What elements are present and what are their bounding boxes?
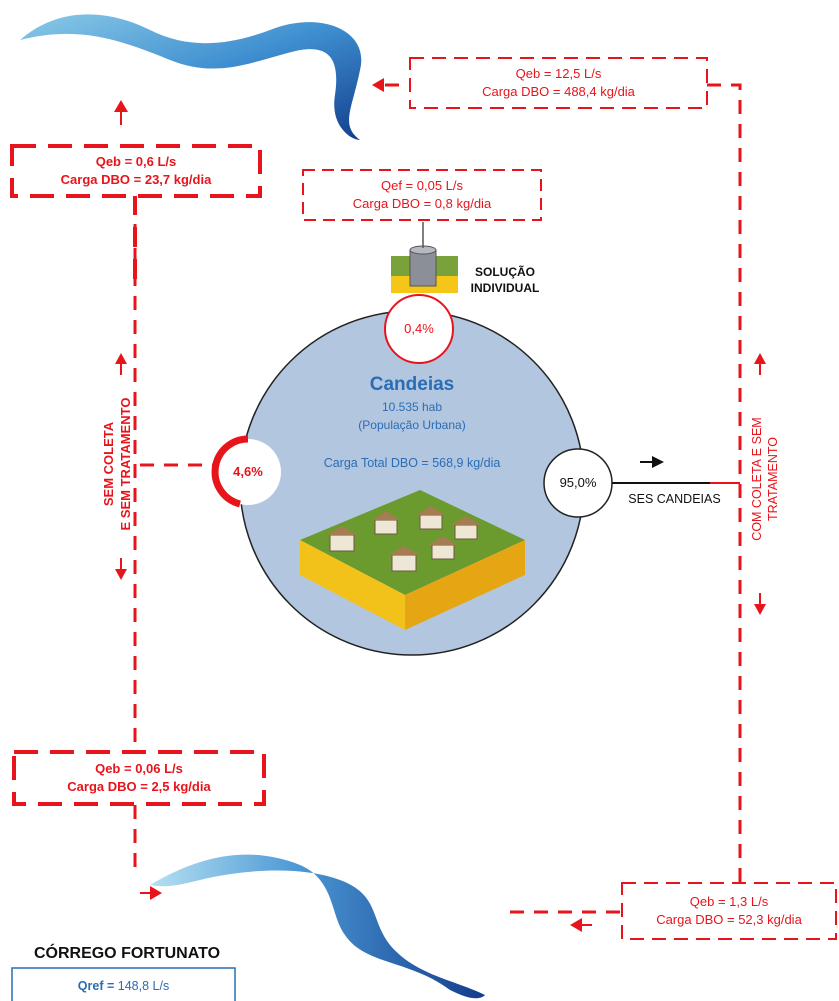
city-population: 10.535 hab: [381, 400, 443, 414]
arrow-bottom-right-left: [570, 918, 582, 932]
box-bottom-left-text: Qeb = 0,06 L/s Carga DBO = 2,5 kg/dia: [67, 761, 211, 794]
stream-name: CÓRREGO FORTUNATO: [33, 945, 221, 962]
city-population-note: (População Urbana): [358, 418, 466, 432]
box-individual-text: Qef = 0,05 L/s Carga DBO = 0,8 kg/dia: [352, 178, 492, 211]
box-bottom-right: [621, 882, 837, 940]
box-individual: [302, 169, 542, 221]
city-total-load: Carga Total DBO = 568,9 kg/dia: [323, 456, 501, 470]
individual-solution-label: SOLUÇÃO INDIVIDUAL: [470, 265, 540, 295]
stream-flow-value: 148,8 L/s: [117, 979, 170, 993]
village-icon: [300, 490, 525, 630]
arrow-top-right-left: [372, 78, 384, 92]
arrow-bottom-left-right: [150, 886, 162, 900]
stream-flow: Qref = 148,8 L/s: [12, 977, 235, 995]
box-bottom-left: [12, 750, 266, 806]
box-top-left: [10, 144, 262, 198]
boxes: [10, 57, 837, 940]
bottom-river: [150, 854, 485, 999]
box-top-left-text: Qeb = 0,6 L/s Carga DBO = 23,7 kg/dia: [60, 154, 212, 187]
city-name: Candeias: [369, 374, 455, 395]
ses-percent: 95,0%: [559, 475, 597, 490]
stream-flow-label: Qref =: [77, 979, 115, 993]
box-bottom-right-text: Qeb = 1,3 L/s Carga DBO = 52,3 kg/dia: [656, 894, 802, 927]
no-collection-percent-circle: [215, 439, 281, 505]
top-river: [20, 14, 362, 140]
ses-collection-label: COM COLETA E SEM TRATAMENTO: [750, 417, 780, 541]
arrows: [114, 78, 766, 932]
tank-icon: [391, 222, 458, 293]
ses-label: SES CANDEIAS: [628, 492, 721, 506]
arrow-top-left-up: [114, 100, 128, 112]
individual-percent-circle: [384, 294, 454, 364]
individual-percent: 0,4%: [404, 321, 434, 336]
arrow-ses-right: [652, 456, 664, 468]
box-top-right-text: Qeb = 12,5 L/s Carga DBO = 488,4 kg/dia: [482, 66, 635, 99]
no-collection-label: SEM COLETA E SEM TRATAMENTO: [101, 397, 133, 531]
stream-flow-box: [11, 967, 236, 1001]
box-top-right: [409, 57, 708, 109]
no-collection-percent: 4,6%: [233, 464, 263, 479]
no-collection-arc: [211, 435, 249, 508]
